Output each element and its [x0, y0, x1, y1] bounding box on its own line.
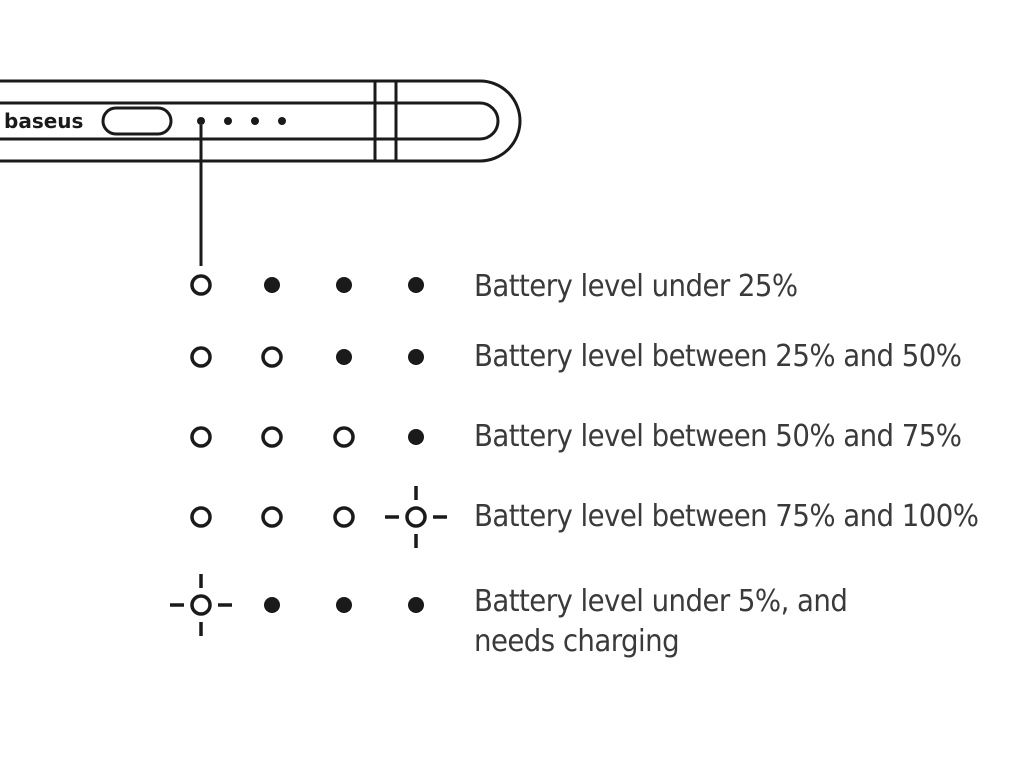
led-75-100-3-on-icon: [333, 506, 355, 528]
led-under-25-1-blink-icon: [190, 274, 212, 296]
led-75-100-4-blink-icon: [405, 506, 427, 528]
led-50-75-2-on-icon: [261, 426, 283, 448]
legend-label-under-5-line1: Battery level under 5%, and: [474, 584, 848, 619]
led-under-25-2-off-icon: [264, 277, 280, 293]
device-led-1: [197, 117, 205, 125]
device-inner-rail: [0, 101, 500, 141]
power-button: [101, 106, 173, 136]
led-under-5-1-flash-icon: [190, 594, 212, 616]
led-75-100-2-on-icon: [261, 506, 283, 528]
led-75-100-1-on-icon: [190, 506, 212, 528]
led-under-25-4-off-icon: [408, 277, 424, 293]
device-led-3: [251, 117, 259, 125]
led-50-75-4-off-icon: [408, 429, 424, 445]
led-50-75-3-on-icon: [333, 426, 355, 448]
led-25-50-3-off-icon: [336, 349, 352, 365]
led-under-25-3-off-icon: [336, 277, 352, 293]
legend-label-under-5-line2: needs charging: [474, 624, 680, 659]
brand-logo: baseus: [4, 109, 83, 133]
legend-label-under-25: Battery level under 25%: [474, 269, 798, 304]
legend-label-25-50: Battery level between 25% and 50%: [474, 339, 962, 374]
led-under-5-3-off-icon: [336, 597, 352, 613]
led-25-50-1-on-icon: [190, 346, 212, 368]
led-50-75-1-on-icon: [190, 426, 212, 448]
device-body-outline: [0, 79, 522, 163]
led-25-50-2-on-icon: [261, 346, 283, 368]
device-led-2: [224, 117, 232, 125]
legend-label-under-5: Battery level under 5%, and needs chargi…: [474, 582, 848, 662]
led-under-5-4-off-icon: [408, 597, 424, 613]
led-under-5-2-off-icon: [264, 597, 280, 613]
legend-label-75-100: Battery level between 75% and 100%: [474, 499, 979, 534]
device-led-4: [278, 117, 286, 125]
led-state-grid: [170, 274, 447, 636]
led-25-50-4-off-icon: [408, 349, 424, 365]
legend-label-50-75: Battery level between 50% and 75%: [474, 419, 962, 454]
